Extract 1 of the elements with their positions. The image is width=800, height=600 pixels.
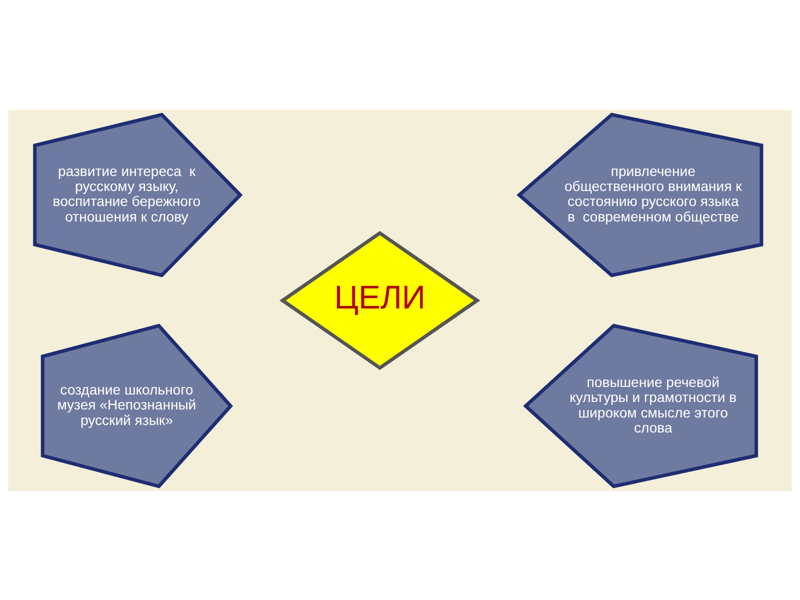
node-diamond: ЦЕЛИ xyxy=(279,230,480,370)
